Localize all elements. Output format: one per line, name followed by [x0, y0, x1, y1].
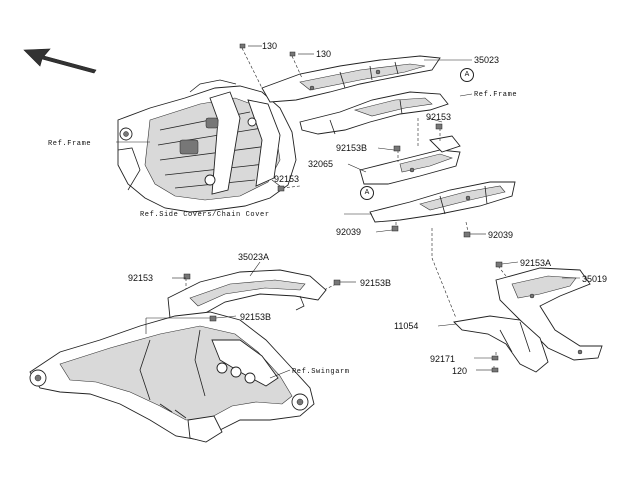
- part-label-35019: 35019: [582, 274, 608, 284]
- swingarm-drawing: [29, 311, 315, 443]
- part-label-92153: 92153: [274, 174, 300, 184]
- frame-drawing: [117, 79, 297, 213]
- callout-a: A: [360, 186, 374, 200]
- part-label-32065: 32065: [308, 159, 334, 169]
- mount-bracket-drawing: [299, 91, 449, 135]
- part-label-92171: 92171: [430, 354, 456, 364]
- callout-a: A: [460, 68, 474, 82]
- part-label-92153: 92153: [426, 112, 452, 122]
- side-cover-bracket-drawing: [369, 181, 516, 223]
- front-arrow-icon: [23, 48, 97, 74]
- bracket-32065-drawing: [359, 135, 461, 185]
- part-label-130: 130: [316, 49, 332, 59]
- part-label-92039: 92039: [336, 227, 362, 237]
- fasteners: [183, 43, 503, 373]
- ref-frame-label: Ref.Frame: [474, 91, 518, 99]
- part-label-92153B: 92153B: [240, 312, 272, 322]
- part-label-92153A: 92153A: [520, 258, 552, 268]
- part-label-92153: 92153: [128, 273, 154, 283]
- part-label-35023: 35023: [474, 55, 500, 65]
- rear-fender-35023-drawing: [261, 55, 441, 103]
- part-label-120: 120: [452, 366, 468, 376]
- license-bracket-drawing: [453, 267, 603, 373]
- part-label-92153B: 92153B: [336, 143, 368, 153]
- ref-side-covers-label: Ref.Side Covers/Chain Cover: [140, 211, 270, 219]
- ref-swingarm-label: Ref.Swingarm: [292, 368, 350, 376]
- part-label-92153B: 92153B: [360, 278, 392, 288]
- leader-lines: [116, 45, 580, 379]
- ref-frame-label: Ref.Frame: [48, 140, 92, 148]
- part-label-11054: 11054: [394, 321, 419, 331]
- part-label-130: 130: [262, 41, 278, 51]
- part-label-92039: 92039: [488, 230, 514, 240]
- part-label-35023A: 35023A: [238, 252, 270, 262]
